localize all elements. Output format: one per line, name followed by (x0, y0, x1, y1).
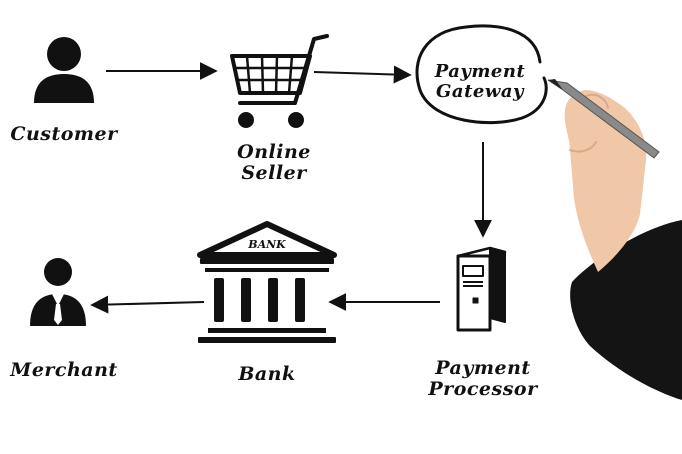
customer-icon (34, 37, 94, 103)
bank-icon: BANK (197, 221, 337, 343)
merchant-label: Merchant (10, 359, 118, 381)
payment-gateway-line1: Payment (434, 61, 526, 82)
customer-label: Customer (10, 123, 118, 145)
bank-sign-text: BANK (247, 238, 286, 251)
arrow-bank-to-merchant (90, 295, 205, 314)
payment-processor-line2: Processor (428, 378, 538, 400)
merchant-icon (30, 258, 86, 326)
bank-label: Bank (238, 363, 296, 385)
online-seller-label: Online Seller (214, 142, 334, 184)
payment-gateway-line2: Gateway (436, 81, 524, 102)
hand-with-marker (547, 79, 682, 400)
payment-processor-line1: Payment (435, 357, 531, 379)
server-icon (456, 246, 507, 332)
gateway-ellipse (415, 24, 548, 125)
payment-processor-label: Payment Processor (418, 358, 548, 400)
arrow-seller-to-gateway (313, 65, 412, 84)
payment-gateway-label: Payment Gateway (420, 62, 540, 102)
online-seller-line1: Online (237, 141, 311, 163)
online-seller-line2: Seller (241, 162, 307, 184)
shopping-cart-icon (230, 34, 329, 128)
suit-sleeve (570, 220, 682, 400)
marker-pen (547, 79, 660, 159)
